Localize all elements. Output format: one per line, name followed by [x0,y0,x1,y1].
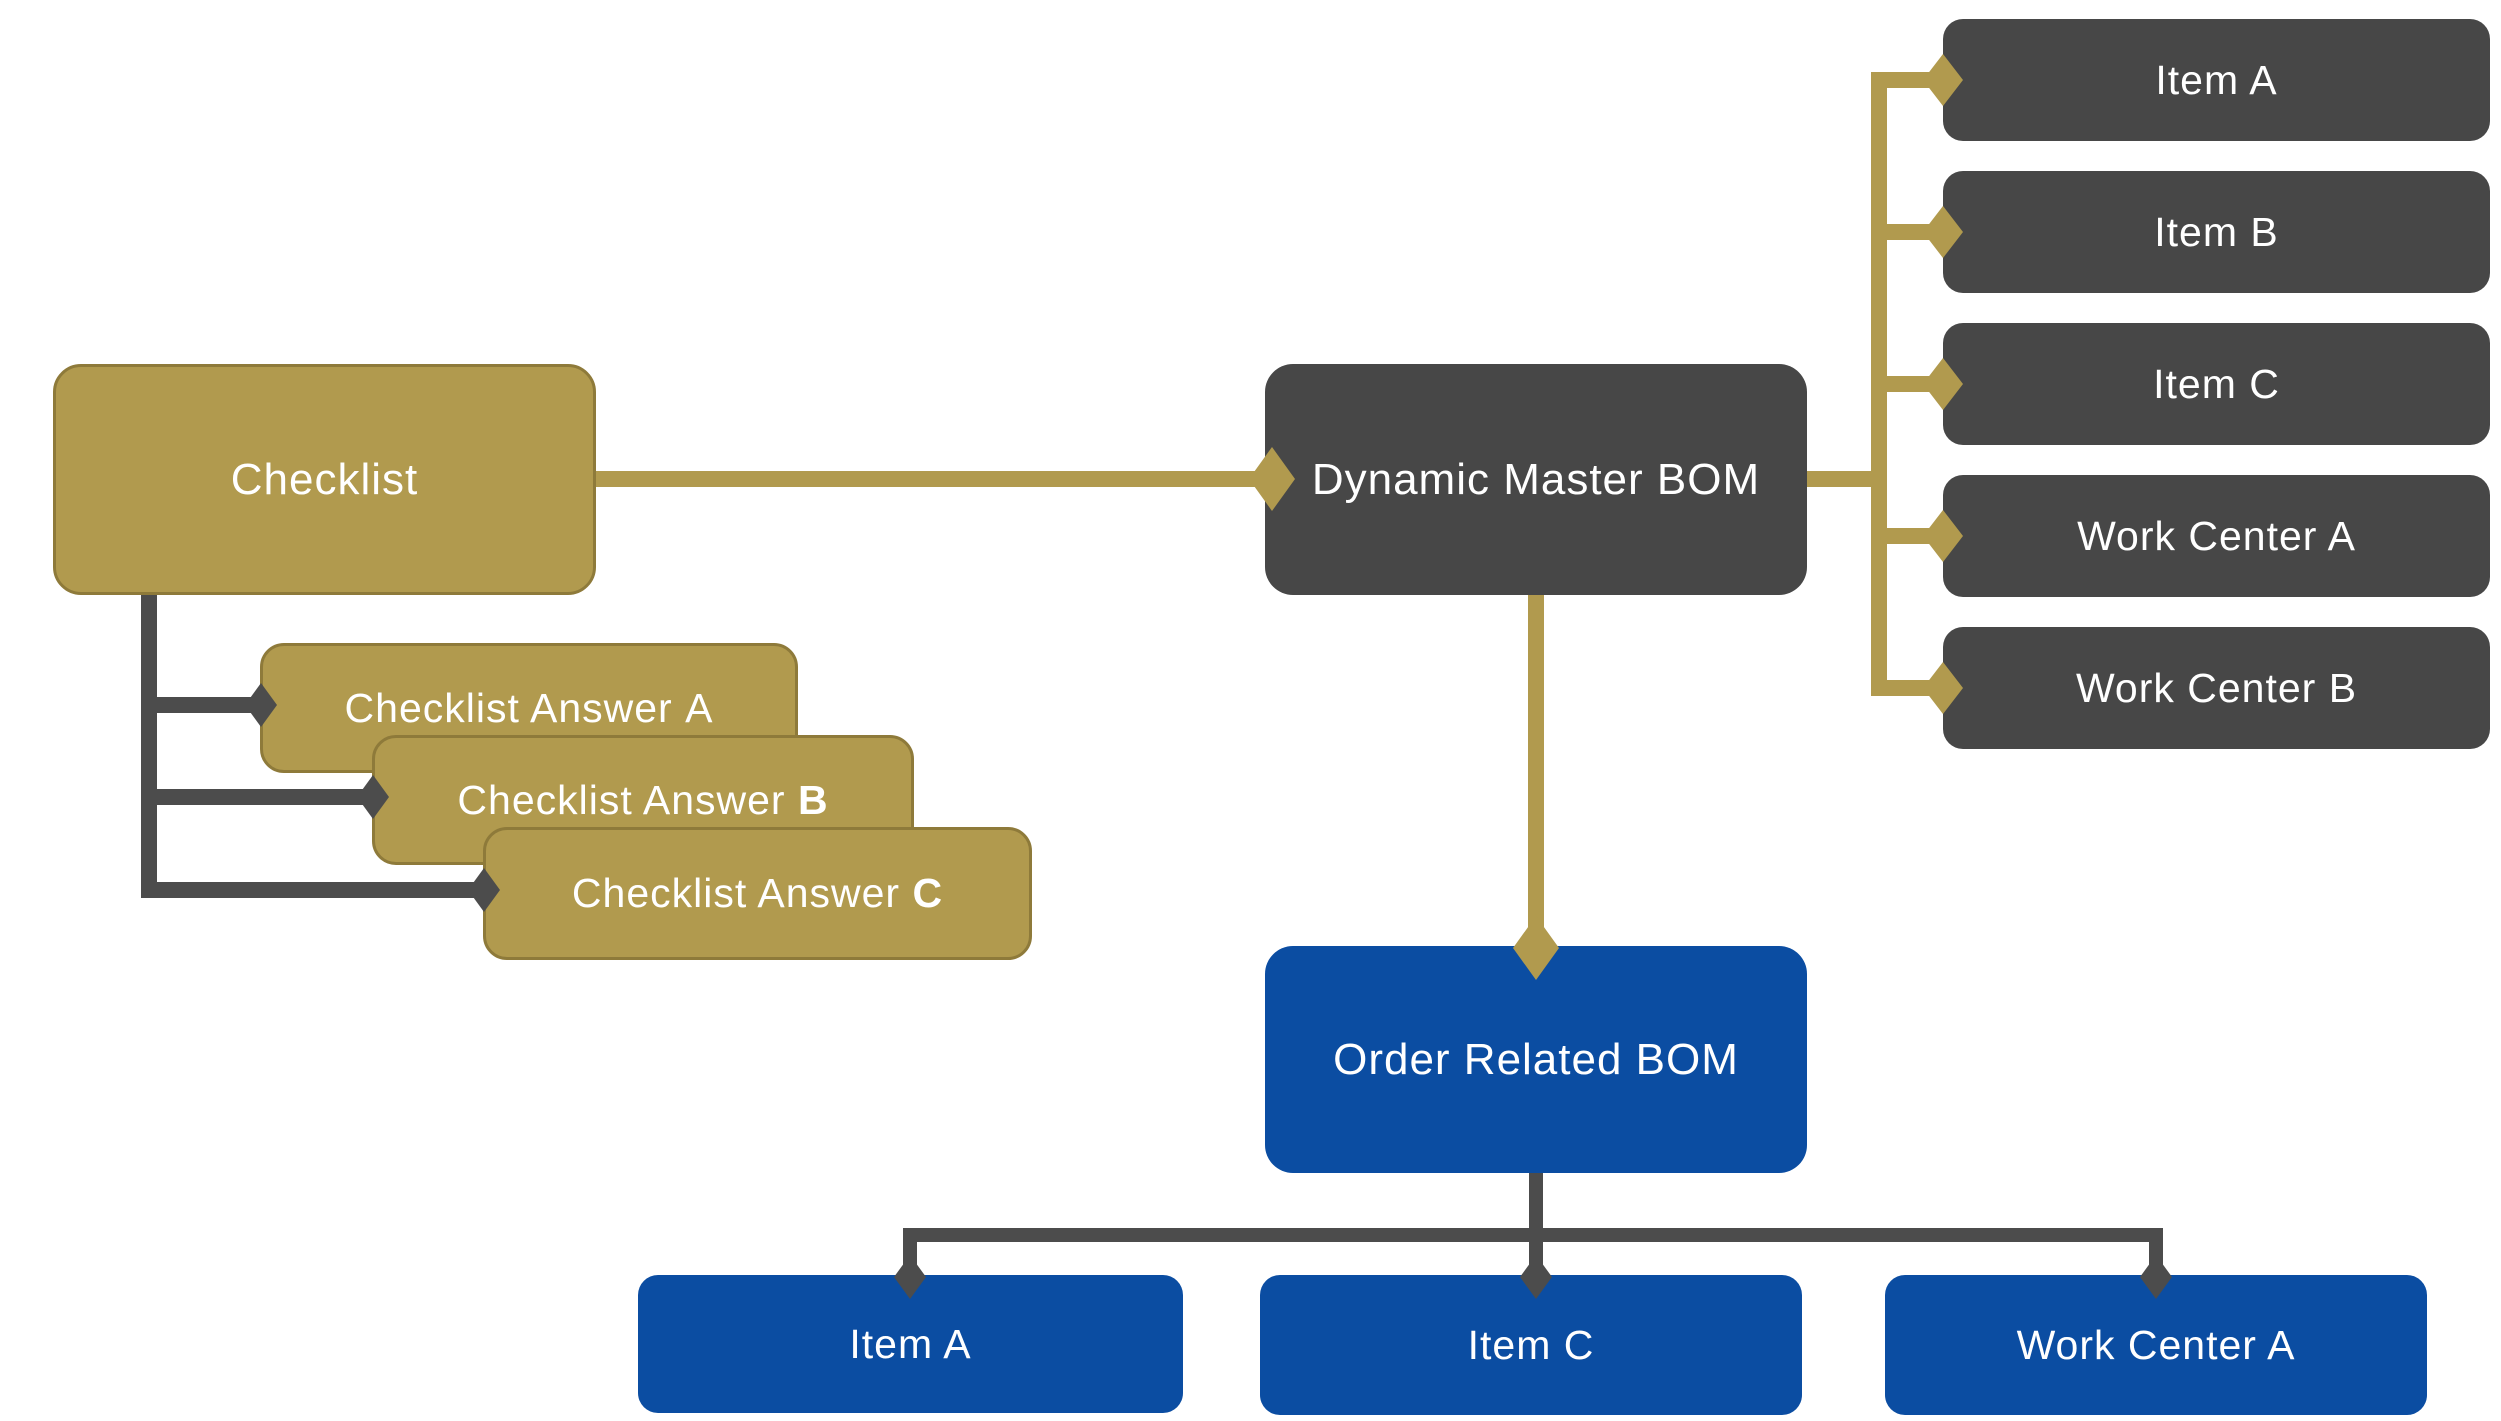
connector-master-to-children-trunk [1807,471,1887,487]
connector-stub-answer-a [141,697,261,713]
node-order-related-bom-label: Order Related BOM [1333,1034,1739,1084]
connector-checklist-answers-spine [141,595,157,898]
node-master-item-a: Item A [1943,19,2490,141]
node-order-related-bom: Order Related BOM [1265,946,1807,1173]
master-item-c-label: Item C [2153,360,2280,407]
node-dynamic-master-bom-label: Dynamic Master BOM [1311,454,1761,504]
node-master-item-b: Item B [1943,171,2490,293]
order-item-c-label: Item C [1467,1321,1595,1368]
master-item-a-label: Item A [2155,56,2278,103]
connector-checklist-to-master [596,471,1266,487]
master-work-center-b-label: Work Center B [2075,664,2358,711]
master-item-b-label: Item B [2154,208,2279,255]
node-master-work-center-b: Work Center B [1943,627,2490,749]
master-work-center-a-label: Work Center A [2077,512,2356,559]
node-checklist: Checklist [53,364,596,595]
node-master-item-c: Item C [1943,323,2490,445]
connector-master-to-order [1528,595,1544,946]
order-work-center-a-label: Work Center A [2016,1321,2296,1368]
node-checklist-answer-c: Checklist Answer C [483,827,1032,960]
node-dynamic-master-bom: Dynamic Master BOM [1265,364,1807,595]
node-master-work-center-a: Work Center A [1943,475,2490,597]
answer-a-letter: A [685,684,714,731]
connector-order-to-children-trunk [1529,1173,1543,1235]
node-checklist-label: Checklist [230,454,419,504]
answer-c-letter: C [912,870,944,916]
answer-b-letter: B [797,776,829,823]
answer-c-label: Checklist Answer [571,870,913,916]
connector-stub-answer-c [141,882,484,898]
answer-a-label: Checklist Answer [344,684,686,731]
answer-b-label: Checklist Answer [457,776,798,823]
connector-stub-answer-b [141,789,373,805]
order-item-a-label: Item A [849,1320,972,1367]
node-order-item-c: Item C [1260,1275,1802,1415]
